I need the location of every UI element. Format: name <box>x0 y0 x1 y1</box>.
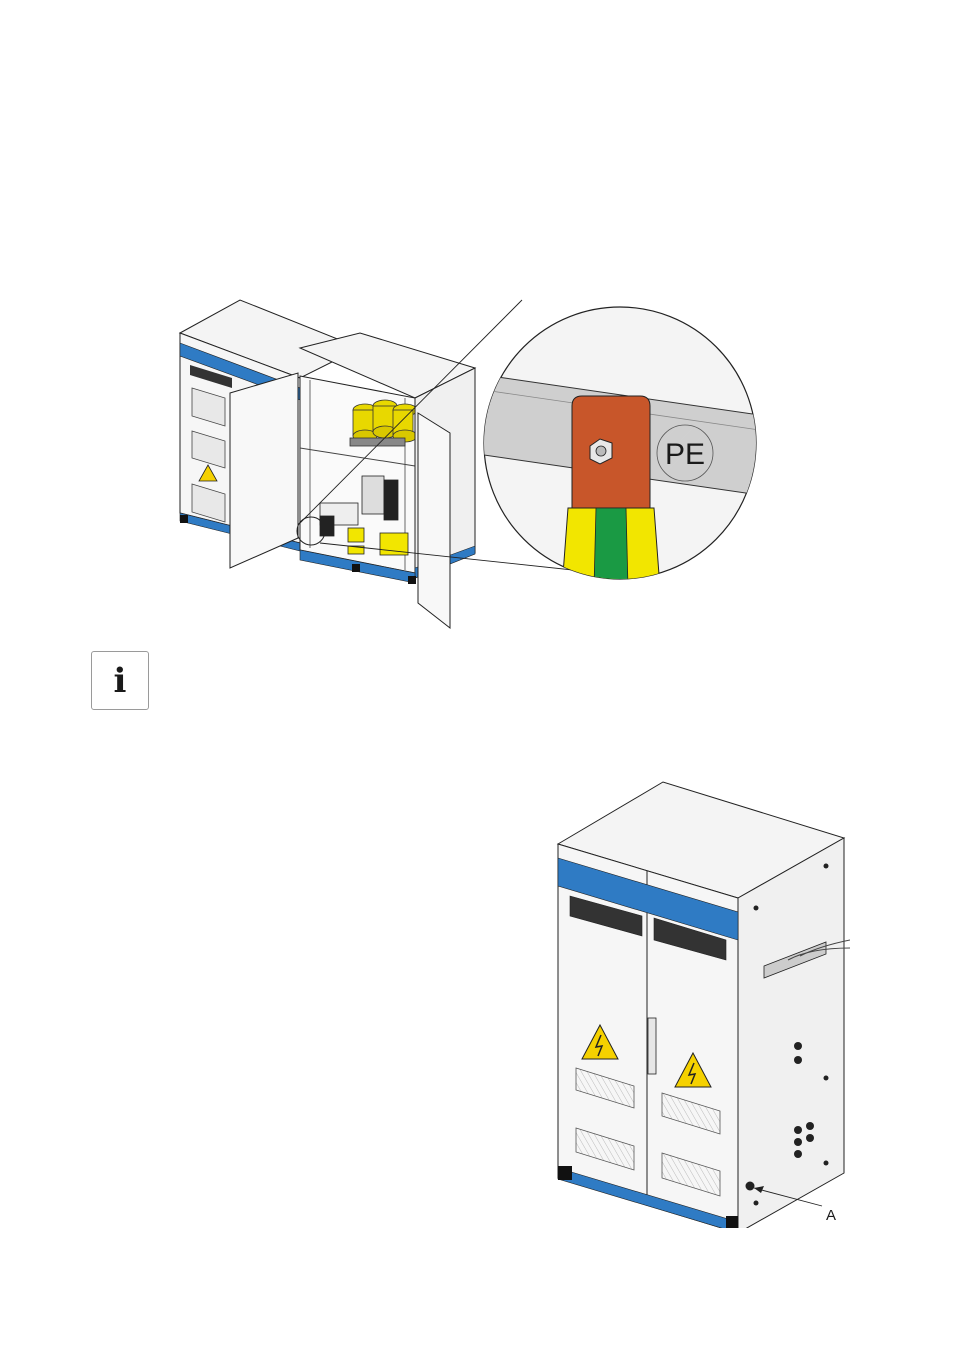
info-icon: i <box>113 660 127 701</box>
warning-icon <box>581 1023 619 1060</box>
reactor-coils <box>349 399 418 447</box>
warning-icon <box>198 464 218 482</box>
cabinet-open-figure: PE <box>170 288 780 633</box>
pe-label: PE <box>665 438 705 471</box>
cabinet-closed-figure: A <box>550 778 851 1234</box>
info-note-box: i <box>91 651 149 710</box>
warning-icon <box>674 1051 712 1088</box>
ground-point-a <box>745 1181 755 1191</box>
callout-label-a: A <box>826 1207 836 1224</box>
pe-label-disc <box>656 424 714 482</box>
